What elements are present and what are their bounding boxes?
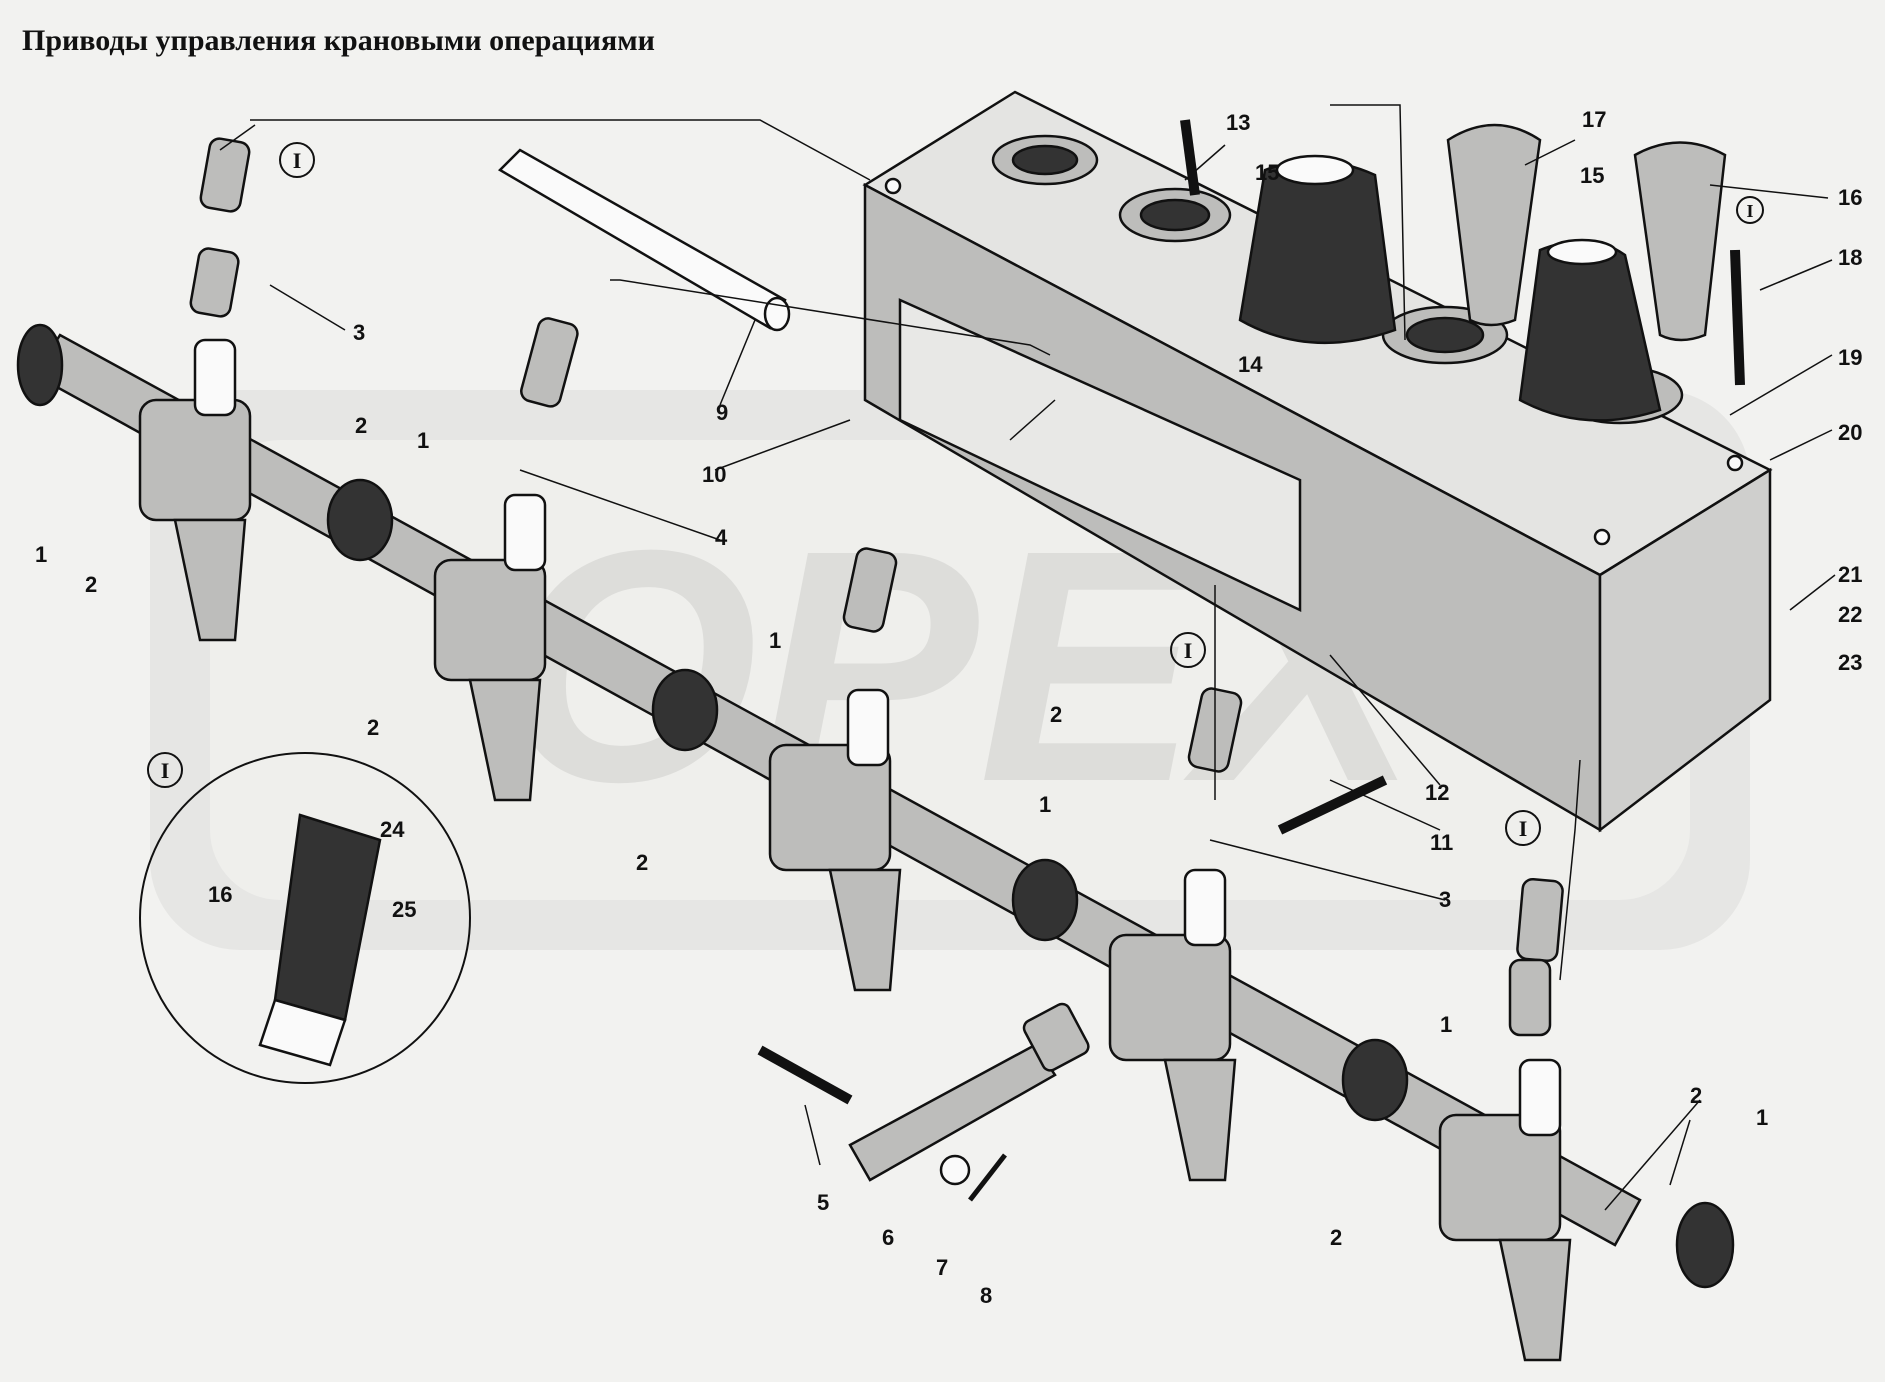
callout-20: 20 <box>1838 420 1862 445</box>
callout-7: 7 <box>936 1255 948 1280</box>
callout-8: 8 <box>980 1283 992 1308</box>
callout-6: 6 <box>882 1225 894 1250</box>
callout-15b: 15 <box>1580 163 1604 188</box>
callout-24: 24 <box>380 817 405 842</box>
shaft-9 <box>497 148 791 332</box>
svg-text:I: I <box>293 148 302 173</box>
callout-22: 22 <box>1838 602 1862 627</box>
callout-2g: 2 <box>1690 1083 1702 1108</box>
callout-1c: 1 <box>769 628 781 653</box>
callout-2c: 2 <box>367 715 379 740</box>
svg-text:I: I <box>1184 638 1193 663</box>
svg-text:I: I <box>1746 201 1753 221</box>
valve-body-1 <box>138 338 252 642</box>
svg-text:I: I <box>1519 816 1528 841</box>
callout-1d: 1 <box>1039 792 1051 817</box>
callout-3: 3 <box>353 320 365 345</box>
callout-11: 11 <box>1430 830 1453 855</box>
leader-lines <box>219 124 1836 1211</box>
callout-16: 16 <box>1838 185 1862 210</box>
valve-body-5 <box>1438 1058 1572 1362</box>
flow-connections <box>250 104 1581 981</box>
callout-2f: 2 <box>1330 1225 1342 1250</box>
callout-2e: 2 <box>1050 702 1062 727</box>
hose-connectors <box>189 137 1564 1037</box>
callout-2: 2 <box>85 572 97 597</box>
bolt-13 <box>1180 119 1200 196</box>
rubber-boot-right <box>1518 238 1662 422</box>
detail-view-I <box>139 752 471 1084</box>
valve-rod-assembly <box>16 323 1735 1362</box>
callout-1e: 1 <box>1440 1012 1452 1037</box>
callout-2b: 2 <box>355 413 367 438</box>
callout-14: 14 <box>1238 352 1263 377</box>
washer-7 <box>939 1154 971 1186</box>
rubber-boot-left <box>1238 154 1397 345</box>
callout-17: 17 <box>1582 107 1606 132</box>
valve-body-3 <box>768 688 902 992</box>
callout-18: 18 <box>1838 245 1862 270</box>
clevis-6 <box>757 1002 1090 1202</box>
callout-19: 19 <box>1838 345 1862 370</box>
detail-marker-mid: I <box>1170 632 1206 668</box>
detail-marker-knob: I <box>1736 196 1764 224</box>
pin-5 <box>757 1045 853 1105</box>
callout-16-detail: 16 <box>208 882 232 907</box>
callout-1f: 1 <box>1756 1105 1768 1130</box>
callout-5: 5 <box>817 1190 829 1215</box>
callout-21: 21 <box>1838 562 1862 587</box>
svg-text:I: I <box>161 758 170 783</box>
callout-3b: 3 <box>1439 887 1451 912</box>
detail-marker-circle: I <box>147 752 183 788</box>
callout-25: 25 <box>392 897 416 922</box>
callout-9: 9 <box>716 400 728 425</box>
callout-2d: 2 <box>636 850 648 875</box>
valve-body-4 <box>1108 868 1237 1182</box>
callout-23: 23 <box>1838 650 1862 675</box>
knob-17 <box>1446 123 1542 327</box>
callout-1: 1 <box>35 542 47 567</box>
detail-marker-right: I <box>1505 810 1541 846</box>
callout-12: 12 <box>1425 780 1449 805</box>
callout-10: 10 <box>702 462 726 487</box>
callout-15a: 15 <box>1255 160 1279 185</box>
diagram-title: Приводы управления крановыми операциями <box>22 24 655 57</box>
callout-13: 13 <box>1226 110 1250 135</box>
detail-marker-top: I <box>279 142 315 178</box>
valve-body-2 <box>433 493 547 802</box>
cotter-8 <box>968 1153 1007 1202</box>
callout-labels: 1 2 3 4 5 6 7 8 9 10 11 12 13 14 15 15 1… <box>35 107 1862 1308</box>
bolt-18 <box>1730 249 1745 386</box>
control-box <box>862 90 1773 833</box>
callout-4: 4 <box>715 525 728 550</box>
callout-1b: 1 <box>417 428 429 453</box>
bolt-11 <box>1277 775 1388 835</box>
knob-16 <box>1633 141 1727 342</box>
